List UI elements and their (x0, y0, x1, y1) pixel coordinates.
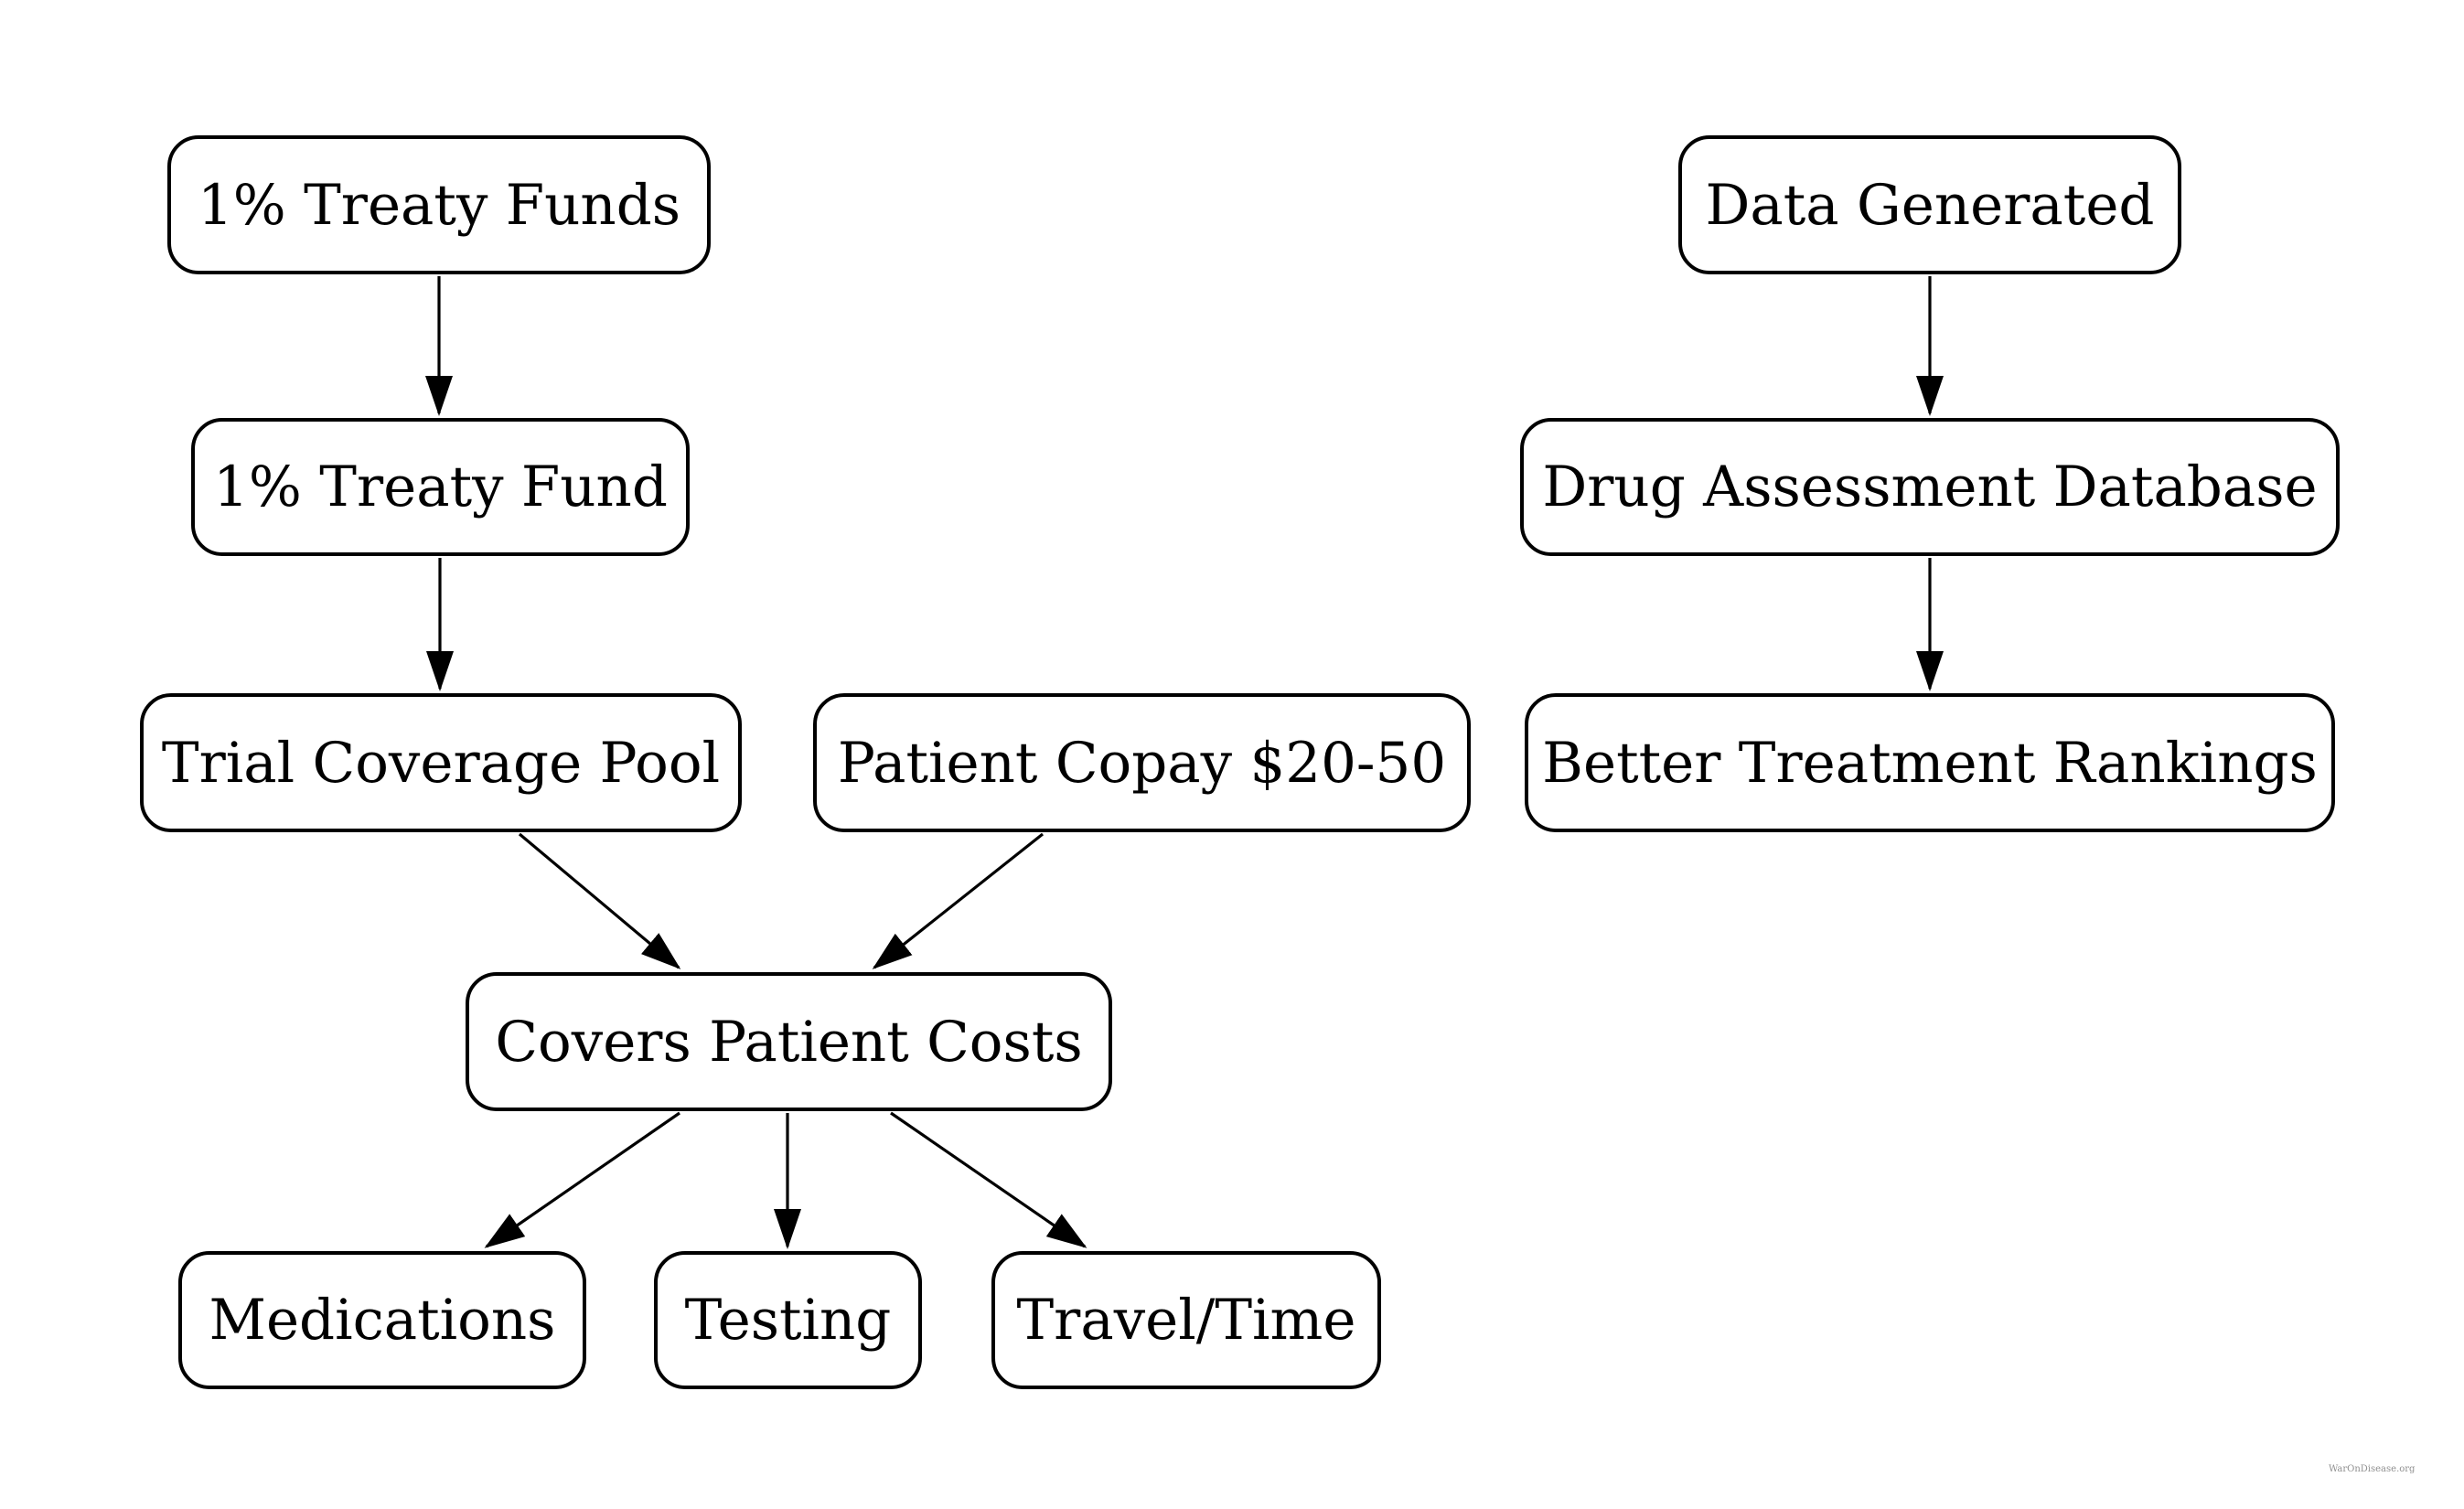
node-patient-copay: Patient Copay $20-50 (813, 693, 1471, 832)
node-treaty-fund: 1% Treaty Fund (191, 418, 690, 556)
node-covers-patient-costs: Covers Patient Costs (466, 972, 1112, 1111)
node-testing: Testing (654, 1251, 922, 1389)
node-medications: Medications (178, 1251, 586, 1389)
node-data-generated: Data Generated (1678, 135, 2181, 274)
node-drug-assessment-database: Drug Assessment Database (1520, 418, 2340, 556)
node-treaty-funds: 1% Treaty Funds (167, 135, 711, 274)
edge-covers-patient-costs-to-medications (484, 1111, 680, 1248)
edge-trial-coverage-pool-to-covers-patient-costs (518, 832, 681, 969)
node-better-treatment-rankings: Better Treatment Rankings (1525, 693, 2335, 832)
edge-covers-patient-costs-to-travel-time (890, 1111, 1087, 1248)
watermark-text: WarOnDisease.org (2329, 1464, 2416, 1474)
node-trial-coverage-pool: Trial Coverage Pool (140, 693, 742, 832)
node-travel-time: Travel/Time (991, 1251, 1381, 1389)
edge-patient-copay-to-covers-patient-costs (872, 832, 1044, 969)
